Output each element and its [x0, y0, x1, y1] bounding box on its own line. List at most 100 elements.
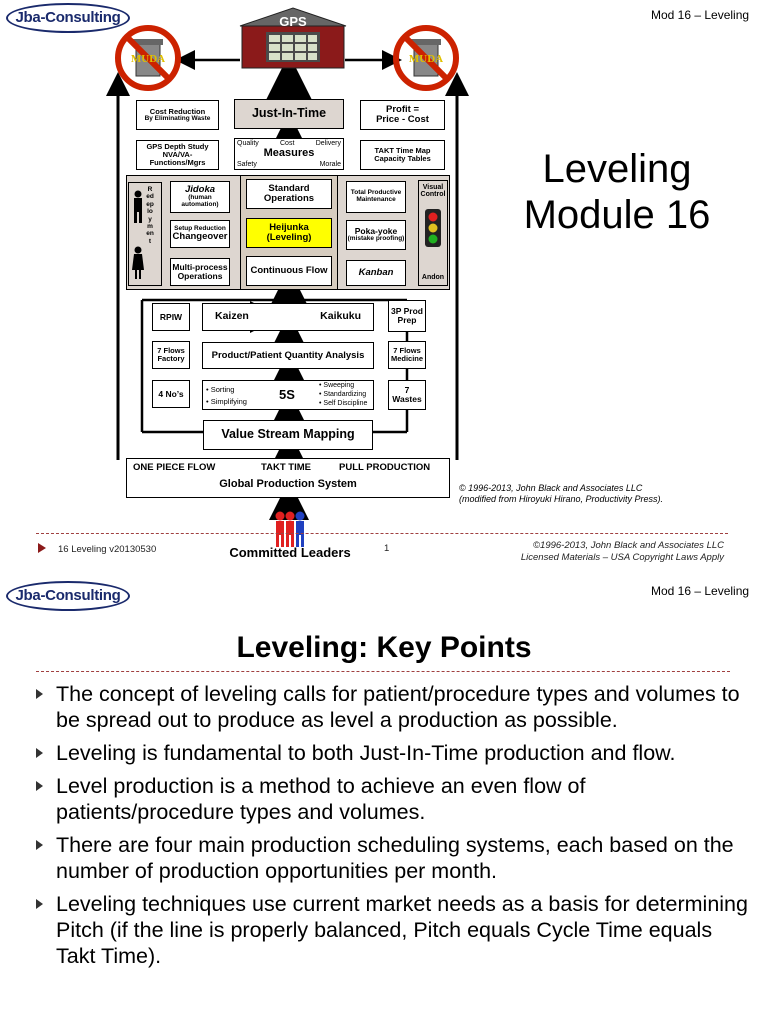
heijunka-label: Heijunka: [269, 222, 309, 234]
rpiw-box: RPIW: [152, 303, 190, 331]
module-label-2: Mod 16 – Leveling: [651, 584, 750, 598]
bullet-text: Leveling is fundamental to both Just-In-…: [56, 741, 676, 765]
morale-label: Morale: [319, 160, 341, 168]
footer-left: 16 Leveling v20130530: [58, 544, 157, 555]
self-discipline-label: • Self Discipline: [319, 400, 368, 407]
slide-title: Leveling Module 16: [512, 146, 722, 238]
standard-ops-label: Standard Operations: [263, 183, 315, 204]
slide2-title: Leveling: Key Points: [236, 631, 532, 664]
module-label: Mod 16 – Leveling: [651, 8, 750, 22]
cost-label: Cost: [280, 140, 295, 147]
prod-prep-label: 3P Prod Prep: [391, 306, 423, 325]
pull-production-label: PULL PRODUCTION: [339, 462, 431, 473]
tpm-box: Total Productive Maintenance: [346, 181, 406, 213]
gps-depth-label-2: NVA/VA-: [162, 150, 193, 160]
standard-ops-box: Standard Operations: [246, 179, 332, 209]
visual-control-label: Visual Control: [420, 184, 446, 198]
committed-leaders-label: Committed Leaders: [229, 545, 351, 560]
credit-line-1: © 1996-2013, John Black and Associates L…: [459, 483, 643, 493]
capacity-label: Capacity Tables: [374, 154, 431, 163]
seven-wastes-box: 7 Wastes: [388, 380, 426, 410]
setup-reduction-label: Setup Reduction: [174, 224, 226, 232]
cost-reduction-label: Cost Reduction: [149, 106, 206, 116]
bullet-item: Leveling is fundamental to both Just-In-…: [36, 740, 748, 766]
changeover-label: Changeover: [172, 231, 228, 243]
bullet-arrow-icon: [36, 899, 43, 909]
credit-text: © 1996-2013, John Black and Associates L…: [459, 483, 663, 505]
tpm-label: Total Productive Maintenance: [350, 189, 402, 203]
changeover-box: Setup Reduction Changeover: [170, 220, 230, 248]
bullet-text: There are four main production schedulin…: [56, 833, 734, 883]
female-worker-icon: [132, 246, 144, 279]
credit-line-2: (modified from Hiroyuki Hirano, Producti…: [459, 494, 664, 504]
bullet-arrow-icon: [36, 781, 43, 791]
bullet-item: The concept of leveling calls for patien…: [36, 681, 748, 733]
key-points-list: The concept of leveling calls for patien…: [36, 681, 748, 976]
muda-right-label: MUDA: [408, 53, 444, 65]
footer-right-line-1: ©1996-2013, John Black and Associates LL…: [533, 540, 724, 551]
redeployment-label: Redeployment: [146, 186, 154, 245]
standardizing-label: • Standardizing: [319, 391, 367, 398]
global-production-box: ONE PIECE FLOW TAKT TIME PULL PRODUCTION…: [126, 458, 450, 498]
multiprocess-box: Multi-process Operations: [170, 258, 230, 286]
simplifying-label: • Simplifying: [206, 397, 247, 406]
quality-label: Quality: [237, 140, 259, 147]
jit-label: Just-In-Time: [251, 106, 327, 121]
male-worker-icon: [134, 190, 142, 223]
no-muda-left-icon: [114, 24, 182, 92]
global-production-label: Global Production System: [219, 478, 357, 490]
measures-label: Measures: [263, 147, 315, 159]
kaikuku-label: Kaikuku: [320, 310, 361, 322]
vsm-label: Value Stream Mapping: [221, 427, 355, 442]
flows-factory-box: 7 Flows Factory: [152, 341, 190, 369]
heijunka-sub: (Leveling): [266, 232, 312, 243]
five-s-label: 5S: [279, 387, 295, 402]
pokayoke-sub: (mistake proofing): [347, 235, 405, 243]
five-s-box: • Sorting • Simplifying 5S • Sweeping • …: [202, 380, 374, 410]
profit-box: Profit = Price - Cost: [360, 100, 445, 130]
bullet-item: Leveling techniques use current market n…: [36, 891, 748, 969]
kaizen-label: Kaizen: [215, 310, 249, 322]
footer-right: ©1996-2013, John Black and Associates LL…: [520, 540, 724, 564]
bullet-text: The concept of leveling calls for patien…: [56, 682, 740, 732]
takt-time-label: TAKT TIME: [261, 462, 311, 473]
company-logo-2: Jba-Consulting: [6, 581, 130, 611]
company-logo: Jba-Consulting: [6, 3, 130, 33]
heijunka-box: Heijunka (Leveling): [246, 218, 332, 248]
continuous-flow-label: Continuous Flow: [250, 265, 328, 277]
gps-depth-label-3: Functions/Mgrs: [149, 157, 206, 167]
profit-sub: Price - Cost: [376, 114, 429, 125]
gps-building-icon: [239, 7, 347, 69]
four-nos-box: 4 No’s: [152, 380, 190, 408]
flows-medicine-label: 7 Flows Medicine: [390, 346, 424, 363]
slide1-footer-rule: [36, 533, 728, 534]
muda-left-label: MUDA: [130, 53, 166, 65]
sweeping-label: • Sweeping: [319, 382, 355, 389]
gps-depth-box: GPS Depth Study NVA/VA- Functions/Mgrs: [136, 140, 219, 170]
four-nos-label: 4 No’s: [158, 388, 184, 399]
bullet-arrow-icon: [36, 748, 43, 758]
gps-depth-label: GPS Depth Study: [146, 142, 209, 152]
footer-right-line-2: Licensed Materials – USA Copyright Laws …: [520, 552, 724, 563]
delivery-label: Delivery: [315, 140, 341, 147]
bullet-text: Level production is a method to achieve …: [56, 774, 586, 824]
takt-map-box: TAKT Time Map Capacity Tables: [360, 140, 445, 170]
cost-reduction-sub: By Eliminating Waste: [144, 114, 211, 122]
flows-factory-label: 7 Flows Factory: [157, 346, 185, 363]
title-line-1: Leveling: [542, 147, 692, 191]
continuous-flow-box: Continuous Flow: [246, 256, 332, 286]
vsm-box: Value Stream Mapping: [203, 420, 373, 450]
bullet-item: Level production is a method to achieve …: [36, 773, 748, 825]
seven-wastes-label: 7 Wastes: [392, 385, 422, 404]
bullet-arrow-icon: [36, 840, 43, 850]
title-line-2: Module 16: [523, 193, 711, 237]
multiprocess-label: Multi-process Operations: [172, 262, 228, 281]
cost-reduction-box: Cost Reduction By Eliminating Waste: [136, 100, 219, 130]
andon-label: Andon: [421, 274, 445, 281]
quantity-analysis-box: Product/Patient Quantity Analysis: [202, 342, 374, 369]
flows-medicine-box: 7 Flows Medicine: [388, 341, 426, 369]
kaizen-box: Kaizen Kaikuku: [202, 303, 374, 331]
bullet-item: There are four main production schedulin…: [36, 832, 748, 884]
pokayoke-label: Poka-yoke: [354, 226, 398, 237]
footer-page-number: 1: [384, 543, 390, 554]
